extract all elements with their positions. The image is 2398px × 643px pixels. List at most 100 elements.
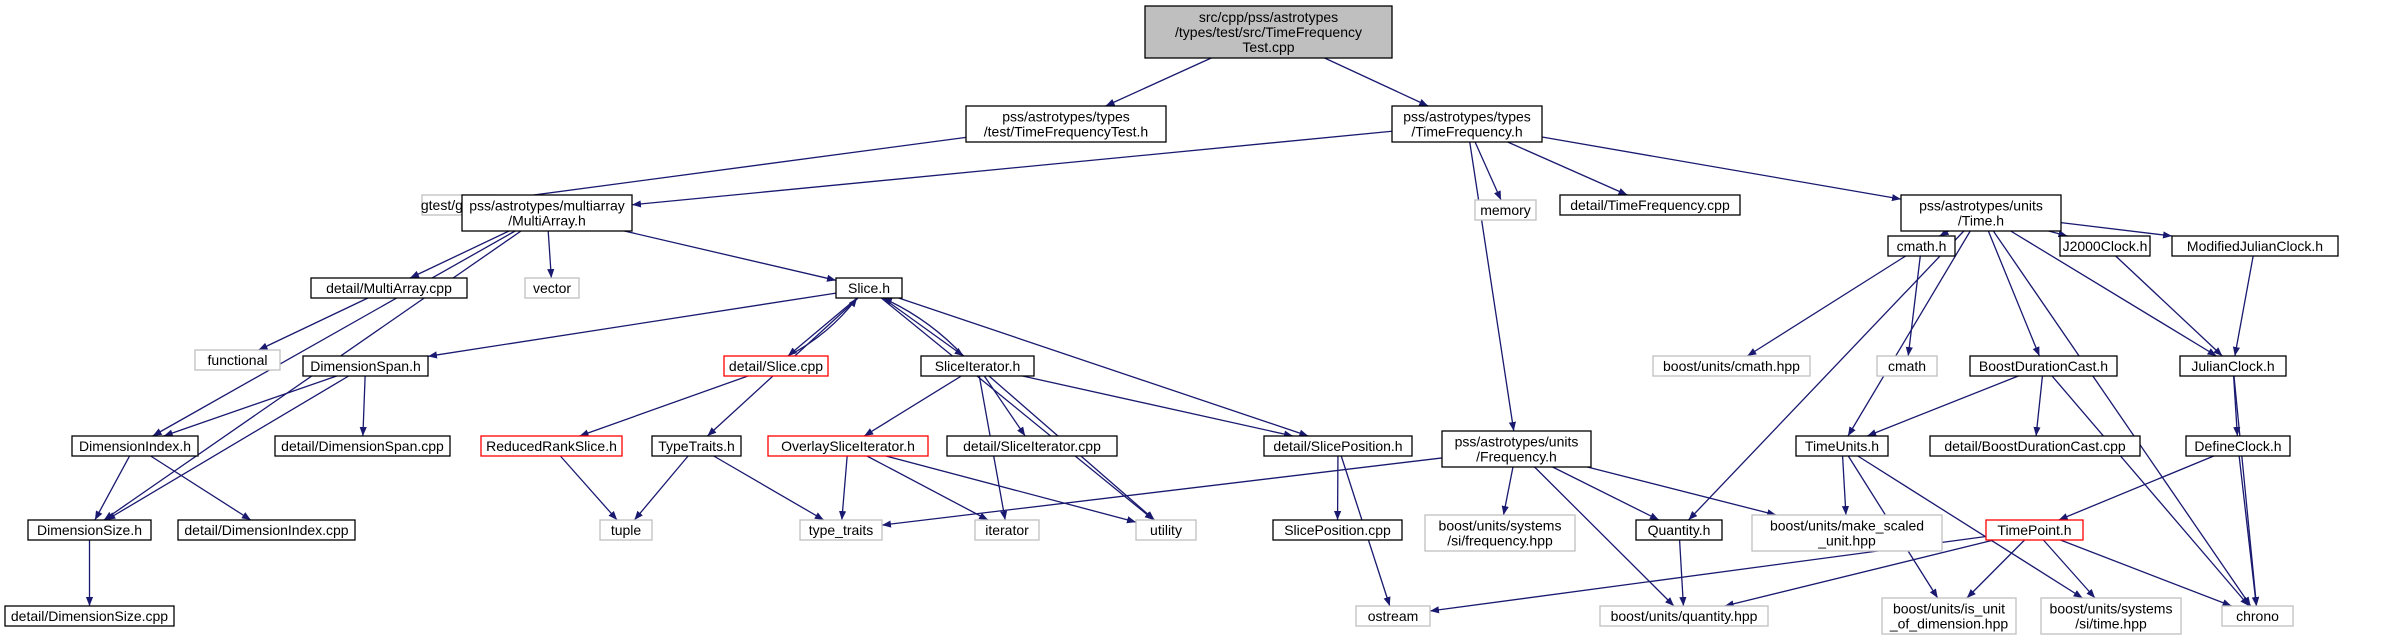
node-dimindex-h[interactable]: DimensionIndex.h [71,435,199,457]
node-box [1887,235,1956,257]
node-dimspan-h[interactable]: DimensionSpan.h [302,355,429,377]
node-dimsize-h[interactable]: DimensionSize.h [27,519,152,541]
node-label: detail/SliceIterator.cpp [963,438,1101,454]
node-box [2059,235,2151,257]
node-sliceiter-h[interactable]: SliceIterator.h [920,355,1035,377]
edge-dimspan_h-to-dimsize_h [105,375,350,521]
node-vector: vector [524,277,580,299]
edge-tftest_h-to-gtest [495,136,967,203]
node-tftest-h[interactable]: pss/astrotypes/types/test/TimeFrequencyT… [965,105,1167,143]
node-is-unit: boost/units/is_unit_of_dimension.hpp [1881,597,2017,635]
node-box [965,105,1167,143]
node-label: /test/TimeFrequencyTest.h [984,124,1148,140]
edge-timepoint_h-to-quantity_hpp [1724,539,1994,608]
node-tf-cpp[interactable]: detail/TimeFrequency.cpp [1559,194,1741,216]
node-box [2185,435,2291,457]
node-dimsize-cpp[interactable]: detail/DimensionSize.cpp [4,605,175,627]
node-label: /Time.h [1958,213,2004,229]
node-label: boost/units/cmath.hpp [1663,358,1800,374]
edge-time_h-to-mjd_h [2060,221,2173,239]
edge-reducedrank_h-to-tuple [559,455,618,521]
node-box [723,355,829,377]
node-label: SlicePosition.cpp [1284,522,1391,538]
node-label: JulianClock.h [2191,358,2274,374]
node-label: /MultiArray.h [508,213,586,229]
node-defineclock-h[interactable]: DefineClock.h [2185,435,2291,457]
node-box [1559,194,1741,216]
node-sliceiter-cpp[interactable]: detail/SliceIterator.cpp [946,435,1118,457]
node-label: J2000Clock.h [2063,238,2148,254]
edge-sliceiter_h-to-slicepos_h [1022,375,1294,438]
node-reducedrank-h[interactable]: ReducedRankSlice.h [480,435,623,457]
edge-time_h-to-cmath_h [1939,228,1950,237]
node-timeunits-h[interactable]: TimeUnits.h [1795,435,1889,457]
edge-julian_h-to-chrono [2233,375,2260,607]
node-root: src/cpp/pss/astrotypes/types/test/src/Ti… [1144,5,1393,59]
node-typetraits-h[interactable]: TypeTraits.h [651,435,742,457]
edge-sliceiter_h-to-overlay_h [863,375,962,437]
node-label: pss/astrotypes/multiarray [469,198,625,214]
node-multiarray-cpp[interactable]: detail/MultiArray.cpp [310,277,468,299]
node-timepoint-h[interactable]: TimePoint.h [1985,519,2084,541]
node-cmath-h[interactable]: cmath.h [1887,235,1956,257]
node-mjd-h[interactable]: ModifiedJulianClock.h [2171,235,2339,257]
node-label: /si/frequency.hpp [1447,533,1553,549]
node-label: Slice.h [848,280,890,296]
node-box [599,519,653,541]
edge-boostdur_h-to-chrono [2051,375,2250,607]
node-functional: functional [194,349,281,371]
node-label: TimePoint.h [1997,522,2071,538]
node-box [651,435,742,457]
node-box [1969,355,2118,377]
node-label: BoostDurationCast.h [1979,358,2108,374]
node-make-scaled: boost/units/make_scaled_unit.hpp [1751,514,1943,552]
node-si-freq: boost/units/systems/si/frequency.hpp [1424,514,1576,552]
node-time-h[interactable]: pss/astrotypes/units/Time.h [1900,194,2062,232]
node-freq-h[interactable]: pss/astrotypes/units/Frequency.h [1441,430,1592,468]
node-boostdur-h[interactable]: BoostDurationCast.h [1969,355,2118,377]
node-j2000-h[interactable]: J2000Clock.h [2059,235,2151,257]
node-slice-cpp[interactable]: detail/Slice.cpp [723,355,829,377]
node-label: Test.cpp [1242,39,1294,55]
node-label: /si/time.hpp [2075,616,2147,632]
node-dimindex-cpp[interactable]: detail/DimensionIndex.cpp [177,519,356,541]
node-box [274,435,451,457]
node-slicepos-cpp[interactable]: SlicePosition.cpp [1272,519,1403,541]
node-label: detail/DimensionIndex.cpp [184,522,348,538]
node-slice-h[interactable]: Slice.h [835,277,903,299]
node-dimspan-cpp[interactable]: detail/DimensionSpan.cpp [274,435,451,457]
node-label: boost/units/quantity.hpp [1611,608,1758,624]
node-box [1599,605,1769,627]
node-label: boost/units/systems [2050,601,2173,617]
node-ostream: ostream [1355,605,1431,627]
node-multiarray-h[interactable]: pss/astrotypes/multiarray/MultiArray.h [461,194,633,232]
edge-cmath_h-to-cmath [1905,255,1921,357]
node-label: detail/DimensionSpan.cpp [281,438,444,454]
edge-sliceiter_h-to-sliceiter_cpp [983,375,1026,437]
node-label: ReducedRankSlice.h [486,438,617,454]
edge-dimindex_h-to-dimindex_cpp [150,455,252,521]
node-cmath-hpp: boost/units/cmath.hpp [1652,355,1811,377]
node-label: src/cpp/pss/astrotypes [1199,9,1338,25]
node-label: pss/astrotypes/units [1919,198,2043,214]
node-label: _unit.hpp [1817,533,1876,549]
node-slicepos-h[interactable]: detail/SlicePosition.h [1263,435,1413,457]
edge-typetraits_h-to-tuple [633,455,689,521]
node-boostdur-cpp[interactable]: detail/BoostDurationCast.cpp [1929,435,2141,457]
node-tf-h[interactable]: pss/astrotypes/types/TimeFrequency.h [1391,105,1543,143]
node-box [2040,597,2182,635]
node-box [194,349,281,371]
edge-root-to-tf_h [1324,57,1429,107]
node-julian-h[interactable]: JulianClock.h [2179,355,2287,377]
node-box [1391,105,1543,143]
node-label: boost/units/make_scaled [1770,518,1924,534]
node-box [461,194,633,232]
node-quantity-h[interactable]: Quantity.h [1635,519,1723,541]
node-label: boost/units/is_unit [1893,601,2005,617]
edge-tf_h-to-tf_cpp [1507,141,1628,196]
node-box [767,435,929,457]
node-box [1135,519,1197,541]
node-overlay-h[interactable]: OverlaySliceIterator.h [767,435,929,457]
node-box [1881,597,2017,635]
